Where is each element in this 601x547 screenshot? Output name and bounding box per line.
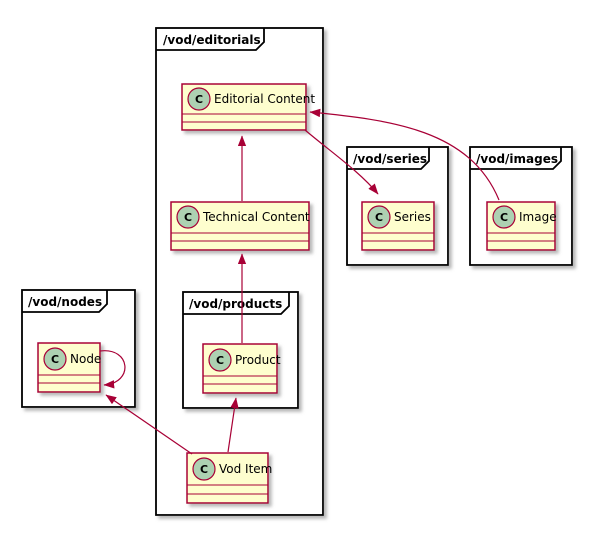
package-label: /vod/products xyxy=(189,297,282,311)
class-node: C Node xyxy=(37,342,101,393)
package-tab xyxy=(347,147,430,170)
class-icon-letter: C xyxy=(195,93,203,106)
relation-node-self-loop xyxy=(99,350,126,389)
package-tab xyxy=(156,28,265,51)
class-editorial-content: C Editorial Content xyxy=(181,83,315,131)
class-name: Series xyxy=(394,210,431,224)
class-icon-letter: C xyxy=(184,211,192,224)
class-name: Editorial Content xyxy=(214,92,315,106)
class-icon-letter: C xyxy=(500,211,508,224)
class-image: C Image xyxy=(486,201,557,251)
package-tab xyxy=(22,290,108,313)
class-icon-letter: C xyxy=(216,354,224,367)
relation-vod-item-to-node xyxy=(105,394,193,455)
relation-vod-item-to-product xyxy=(227,397,239,453)
class-name: Vod Item xyxy=(219,462,272,476)
class-name: Node xyxy=(70,352,101,366)
class-icon-letter: C xyxy=(375,211,383,224)
class-name: Technical Content xyxy=(202,210,310,224)
package-label: /vod/series xyxy=(353,152,427,166)
package-label: /vod/editorials xyxy=(163,33,261,47)
class-icon-letter: C xyxy=(51,353,59,366)
class-series: C Series xyxy=(361,201,435,251)
class-icon xyxy=(43,347,67,371)
relations xyxy=(99,108,500,455)
class-name: Image xyxy=(519,210,557,224)
class-icon xyxy=(367,205,391,229)
class-icon-letter: C xyxy=(200,463,208,476)
class-product: C Product xyxy=(202,343,281,394)
class-icon xyxy=(492,205,516,229)
package-label: /vod/images xyxy=(476,152,558,166)
class-vod-item: C Vod Item xyxy=(186,452,272,504)
relation-image-to-editorial-content xyxy=(309,108,500,201)
package-label: /vod/nodes xyxy=(28,295,102,309)
package-tab xyxy=(470,147,562,170)
class-icon xyxy=(187,87,211,111)
class-icon xyxy=(176,205,200,229)
class-icon xyxy=(192,457,216,481)
package-tab xyxy=(183,292,290,315)
class-technical-content: C Technical Content xyxy=(170,201,310,251)
class-icon xyxy=(208,348,232,372)
class-name: Product xyxy=(235,353,281,367)
relation-editorial-content-to-series xyxy=(304,129,379,195)
